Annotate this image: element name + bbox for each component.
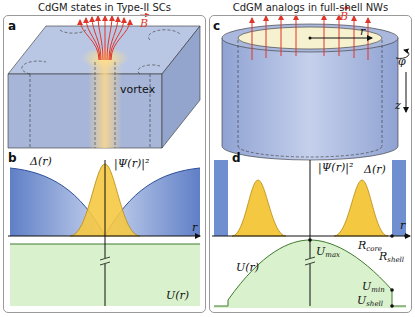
math-label: Δ(r) <box>364 164 386 175</box>
panel-heading: CdGM states in Type-II SCs <box>4 2 205 13</box>
math-label: Rshell <box>379 251 404 264</box>
math-label: B <box>340 11 348 22</box>
math-label: z <box>395 100 401 111</box>
panel-letter: c <box>213 20 220 32</box>
panel-heading: CdGM analogs in full-shell NWs <box>210 2 411 13</box>
panel-letter: a <box>8 20 16 32</box>
math-label: r <box>360 26 365 37</box>
math-label: r <box>192 222 197 233</box>
math-label: B <box>140 18 148 29</box>
math-label: r <box>400 220 405 231</box>
math-label: Umin <box>362 281 385 294</box>
math-label: Rcore <box>358 240 382 253</box>
panel-letter: b <box>8 152 17 164</box>
math-label: Δ(r) <box>30 156 52 167</box>
math-label: Umax <box>316 246 340 259</box>
panel-letter: d <box>232 152 241 164</box>
math-label: U(r) <box>166 290 189 301</box>
math-label: φ <box>398 56 406 67</box>
math-label: Ushell <box>357 295 383 308</box>
math-label: |Ψ(r)|² <box>318 162 353 173</box>
callout-label: vortex <box>120 84 155 95</box>
math-label: U(r) <box>236 262 259 273</box>
math-label: |Ψ(r)|² <box>114 158 149 169</box>
